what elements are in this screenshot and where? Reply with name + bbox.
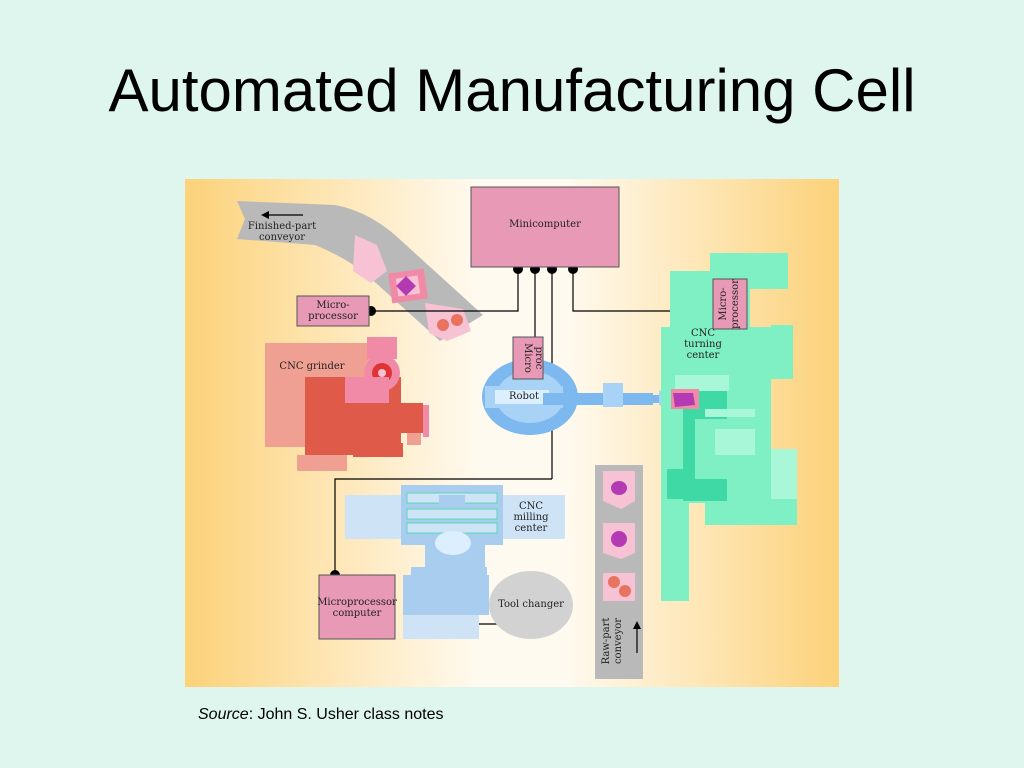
cnc-grinder-label: CNC grinder <box>279 361 344 372</box>
microprocessor-top: Micro- processor <box>296 295 370 327</box>
svg-text:proc: proc <box>533 347 544 370</box>
svg-text:processor: processor <box>730 279 741 329</box>
raw-part-conveyor: Raw-part conveyor <box>595 465 643 679</box>
turning-center-label-1: CNC <box>691 328 715 339</box>
svg-text:Robot: Robot <box>509 391 539 402</box>
source-citation: Source: John S. Usher class notes <box>198 706 443 724</box>
turning-center-label-2: turning <box>684 339 722 350</box>
micro-proc-label-2: proc <box>533 347 544 370</box>
svg-text:CNC: CNC <box>519 501 543 512</box>
svg-text:Raw-part: Raw-part <box>601 618 612 665</box>
svg-text:center: center <box>687 350 720 361</box>
milling-center-label-1: CNC <box>519 501 543 512</box>
source-text: : John S. Usher class notes <box>248 706 444 723</box>
micro-processor-vertical-label-1: Micro- <box>718 287 729 320</box>
source-prefix: Source <box>198 706 249 723</box>
svg-text:conveyor: conveyor <box>613 618 624 664</box>
finished-part-conveyor: Finished-part conveyor <box>237 201 483 341</box>
cnc-grinder: CNC grinder <box>265 337 429 471</box>
micro-proc-label-1: Micro <box>522 343 533 373</box>
tool-changer-label: Tool changer <box>498 599 564 610</box>
svg-text:milling: milling <box>513 512 549 523</box>
microprocessor-computer-label-1: Microprocessor <box>317 597 397 608</box>
svg-text:turning: turning <box>684 339 722 350</box>
robot-label: Robot <box>509 391 539 402</box>
svg-text:conveyor: conveyor <box>259 232 305 243</box>
finished-part-label-2: conveyor <box>259 232 305 243</box>
minicomputer: Minicomputer <box>470 186 620 268</box>
finished-part-label-1: Finished-part <box>248 221 316 232</box>
svg-text:Micro-: Micro- <box>718 287 729 320</box>
svg-text:computer: computer <box>333 608 382 619</box>
svg-text:Microprocessor: Microprocessor <box>317 597 397 608</box>
svg-text:center: center <box>515 523 548 534</box>
milling-center-label-2: milling <box>513 512 549 523</box>
manufacturing-cell-diagram: Finished-part conveyor Minicomputer Micr… <box>185 179 839 687</box>
minicomputer-label: Minicomputer <box>509 219 581 230</box>
svg-text:Minicomputer: Minicomputer <box>509 219 581 230</box>
microprocessor-computer: Microprocessor computer <box>317 574 397 640</box>
microprocessor-top-label-1: Micro- <box>316 300 349 311</box>
slide-title: Automated Manufacturing Cell <box>108 57 916 124</box>
micro-proc-robot: Micro proc <box>512 336 544 380</box>
raw-part-label-1: Raw-part <box>601 618 612 665</box>
micro-processor-vertical-label-2: processor <box>730 279 741 329</box>
milling-center-label-3: center <box>515 523 548 534</box>
svg-text:Tool changer: Tool changer <box>498 599 564 610</box>
cnc-milling-center: CNC milling center <box>345 485 565 639</box>
robot: Robot <box>482 359 673 435</box>
microprocessor-vertical: Micro- processor <box>712 278 748 330</box>
svg-text:CNC: CNC <box>691 328 715 339</box>
svg-text:CNC grinder: CNC grinder <box>279 361 344 372</box>
svg-text:processor: processor <box>308 311 358 322</box>
tool-changer: Tool changer <box>489 571 573 639</box>
svg-text:Finished-part: Finished-part <box>248 221 316 232</box>
cnc-turning-center: CNC turning center <box>661 253 797 601</box>
svg-text:Micro: Micro <box>522 343 533 373</box>
svg-text:Micro-: Micro- <box>316 300 349 311</box>
microprocessor-computer-label-2: computer <box>333 608 382 619</box>
raw-part-label-2: conveyor <box>613 618 624 664</box>
turning-center-label-3: center <box>687 350 720 361</box>
microprocessor-top-label-2: processor <box>308 311 358 322</box>
